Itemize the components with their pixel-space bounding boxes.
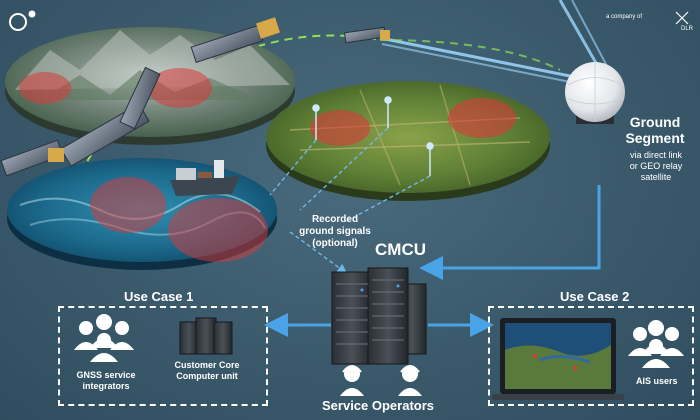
ground-segment-title: Ground Segment xyxy=(625,114,685,146)
coverage-zone xyxy=(148,68,212,108)
cargo-ship-icon xyxy=(170,160,240,196)
satellite-icon xyxy=(190,17,280,64)
company-logo-icon xyxy=(9,10,36,31)
coverage-zone xyxy=(19,72,71,104)
user-group-icon xyxy=(74,314,134,362)
coverage-zone xyxy=(448,98,516,138)
farmland-disc xyxy=(266,81,550,201)
satellite-icon xyxy=(0,66,161,177)
coverage-zone xyxy=(310,110,370,146)
gnss-integrators-label: GNSS service integrators xyxy=(76,370,136,391)
use-case-1-title: Use Case 1 xyxy=(124,289,194,304)
customer-server-icon xyxy=(179,317,233,355)
recorded-signal-links xyxy=(269,127,431,274)
use-case-1-box xyxy=(58,306,268,406)
recorded-signals-label: Recorded ground signals (optional) xyxy=(299,214,371,249)
customer-core-label: Customer Core Computer unit xyxy=(174,360,240,381)
ground-station-dome-icon xyxy=(565,62,625,124)
use-case-2-box xyxy=(488,306,694,406)
user-group-icon xyxy=(628,320,684,368)
satellite-beams xyxy=(379,0,609,87)
sea-disc xyxy=(7,158,277,270)
ais-users-label: AIS users xyxy=(636,376,678,386)
company-text: a company of xyxy=(606,14,643,20)
use-case-2-title: Use Case 2 xyxy=(560,289,630,304)
laptop-map-icon xyxy=(492,318,624,400)
cmcu-server-icon xyxy=(331,267,427,365)
operator-headset-icon xyxy=(398,365,422,396)
operator-headset-icon xyxy=(340,365,364,396)
data-flow-arrows xyxy=(264,185,601,337)
satellite-icon xyxy=(343,26,390,44)
coverage-zone xyxy=(90,177,166,233)
ground-segment-subtitle: via direct link or GEO relay satellite xyxy=(629,150,683,182)
coverage-zone xyxy=(168,198,268,262)
partner-logo-icon xyxy=(675,11,689,25)
partner-logo-text: DLR xyxy=(681,26,694,32)
cmcu-label: CMCU xyxy=(375,240,426,259)
ground-sensor-antennas xyxy=(312,96,434,176)
service-operators-label: Service Operators xyxy=(322,398,435,413)
